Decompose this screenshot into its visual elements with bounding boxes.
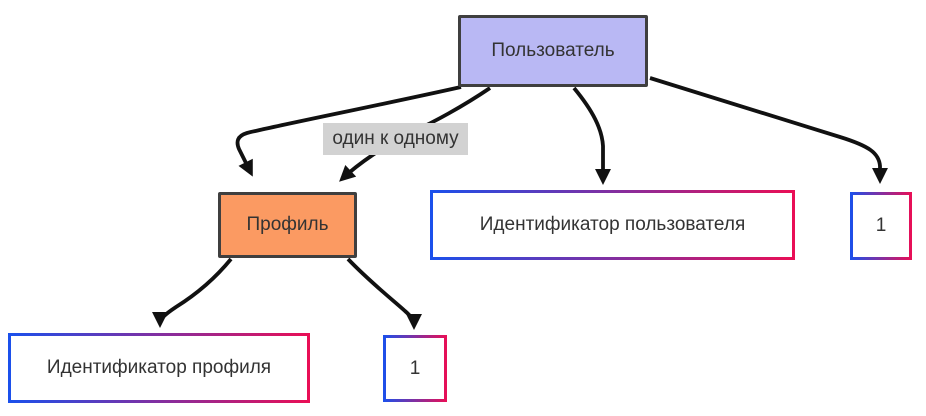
edge-profile-to-profile-id (152, 257, 233, 328)
node-user-label: Пользователь (491, 40, 615, 61)
node-user-cardinality-label: 1 (875, 215, 887, 236)
node-profile-cardinality-label: 1 (409, 357, 421, 379)
edge-label-one-to-one: один к одному (323, 123, 468, 155)
node-user-id[interactable]: Идентификатор пользователя (430, 190, 795, 260)
node-profile[interactable]: Профиль (218, 192, 357, 258)
node-user[interactable]: Пользователь (458, 15, 648, 87)
node-profile-id[interactable]: Идентификатор профиля (8, 333, 310, 403)
node-user-id-label: Идентификатор пользователя (479, 214, 746, 235)
node-profile-id-label: Идентификатор профиля (46, 357, 272, 378)
edge-user-to-user-one (649, 76, 888, 184)
edge-profile-to-profile-one (346, 257, 422, 330)
node-user-cardinality[interactable]: 1 (850, 192, 912, 260)
edge-user-to-profile-left (235, 85, 462, 177)
node-profile-cardinality[interactable]: 1 (383, 335, 447, 402)
edge-user-to-user-id (572, 86, 611, 185)
node-profile-label: Профиль (246, 214, 329, 235)
